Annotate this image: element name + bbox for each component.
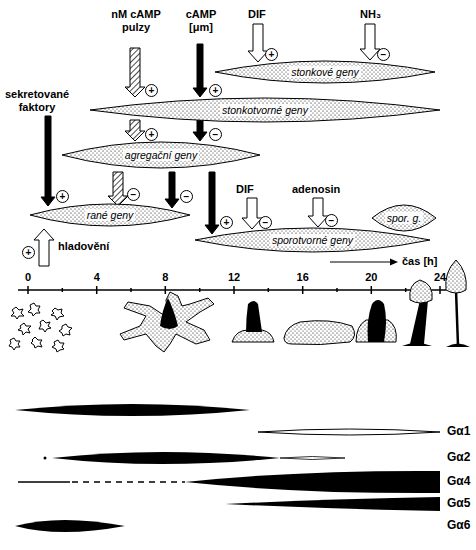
regulator-label: DIF [236,183,254,196]
amoebae [9,303,72,352]
protein-label: Gα6 [447,519,470,532]
sign-symbol: − [127,188,140,201]
gene-band: rané geny [30,204,190,226]
regulator-label: nM cAMP pulzy [104,8,168,34]
regulator-label: NH₃ [360,8,381,21]
sign-symbol: − [259,216,272,229]
protein-label: Gα2 [447,451,470,464]
sign-symbol: + [56,190,69,203]
slug [284,321,355,345]
tipped-mound [232,301,274,342]
tick-number: 20 [365,271,377,284]
band-label: stonkotvorné geny [220,104,310,116]
regulator-arrow [125,48,145,97]
tick-number: 24 [434,271,446,284]
gene-band: spor. g. [372,205,436,231]
regulator-arrow [205,172,219,234]
protein-label: Gα1 [447,425,470,438]
band-label: sporotvorné geny [270,234,355,246]
band-label: agregační geny [123,149,199,161]
regulator-arrow [125,120,145,141]
tick-number: 0 [25,271,31,284]
sign-symbol: + [145,84,158,97]
band-label: rané geny [85,209,136,221]
tick-number: 8 [162,271,168,284]
band-shape [62,142,260,168]
sign-symbol: − [325,214,338,227]
sign-symbol: + [22,246,35,259]
protein-label: Gα5 [447,497,470,510]
regulator-label: adenosin [292,183,340,196]
band-shape [30,204,190,226]
protein-label: Gα4 [447,475,470,488]
aggregation-streams [120,292,214,352]
tick-number: 4 [94,271,100,284]
sign-symbol: + [220,216,233,229]
regulator-label: čas [h] [402,255,437,268]
band-label: spor. g. [385,212,424,224]
band-label: stonkové geny [289,66,361,78]
culminant [356,300,396,342]
regulator-arrow [41,116,55,206]
sign-symbol: − [377,48,390,61]
sign-symbol: + [209,84,222,97]
regulator-arrow [193,120,207,141]
regulator-label: sekretované faktory [2,88,72,114]
sign-symbol: + [145,128,158,141]
gene-band: stonkové geny [215,61,435,83]
regulator-arrow [108,172,128,206]
regulator-arrow [193,44,207,97]
regulator-label: hladovění [58,240,109,253]
sign-symbol: − [180,190,193,203]
regulator-label: cAMP [μm] [176,8,226,34]
g-alpha-expression [15,404,440,532]
time-axis [18,286,446,294]
regulator-label: DIF [248,8,266,21]
gene-band: sporotvorné geny [195,228,430,252]
band-shape [90,98,440,122]
gene-band: agregační geny [62,142,260,168]
regulator-arrow [34,229,54,266]
tick-number: 16 [297,271,309,284]
regulator-arrow [165,172,179,208]
tick-number: 12 [228,271,240,284]
time-arrow [330,259,398,266]
band-shape [215,61,435,83]
sign-symbol: − [209,128,222,141]
band-shape [195,228,430,252]
fruiting-bodies [402,260,470,347]
gene-band: stonkotvorné geny [90,98,440,122]
sign-symbol: + [265,48,278,61]
band-shape [372,205,436,231]
